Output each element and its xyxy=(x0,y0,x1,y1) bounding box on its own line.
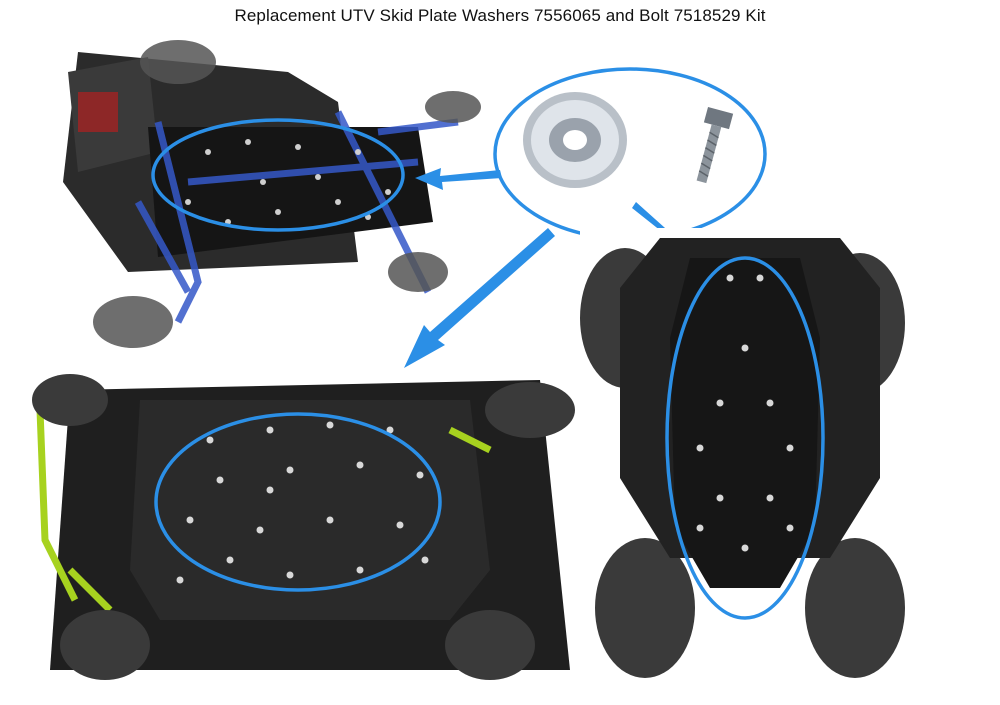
arrow-down-left xyxy=(404,228,555,368)
highlight-ellipse xyxy=(154,412,442,592)
atv-underside-photo xyxy=(580,228,910,698)
arrow-left xyxy=(415,168,502,190)
washer-bolt-closeup xyxy=(490,62,770,247)
page-title: Replacement UTV Skid Plate Washers 75560… xyxy=(234,6,766,25)
utv-underside-photo-bottom xyxy=(30,370,578,690)
highlight-ellipse xyxy=(151,118,405,232)
highlight-ellipse xyxy=(665,256,825,620)
utv-underside-photo-top xyxy=(38,32,498,352)
